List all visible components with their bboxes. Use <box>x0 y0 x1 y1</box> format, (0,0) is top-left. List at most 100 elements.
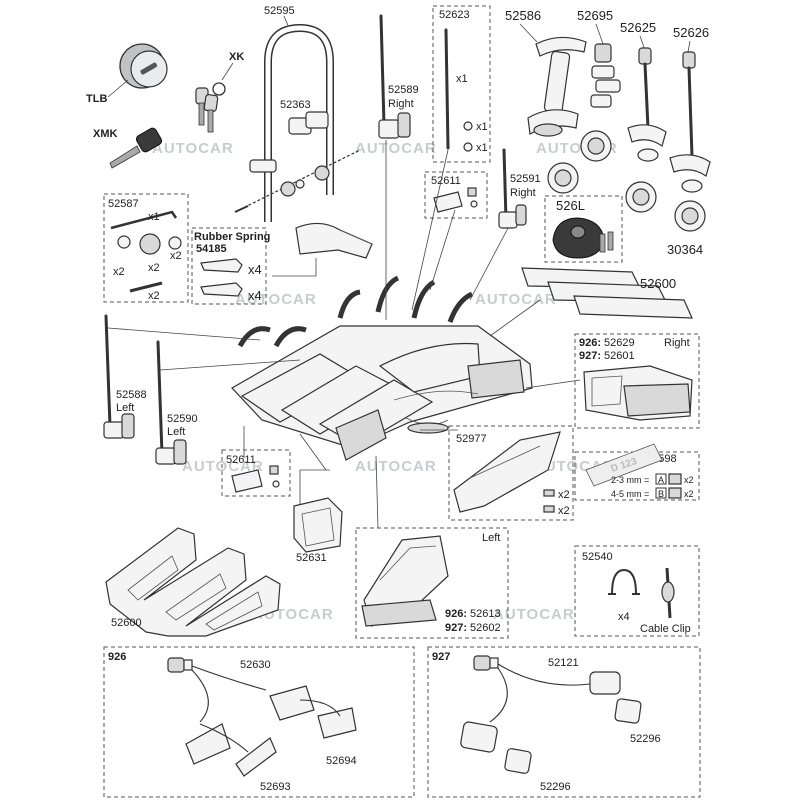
label-right: Right <box>664 337 690 349</box>
label-54185: 54185 <box>196 243 227 255</box>
box-927-wiring <box>427 646 701 798</box>
label-52631: 52631 <box>296 552 327 564</box>
box-54185 <box>191 227 267 305</box>
label-52611: 52611 <box>226 454 256 466</box>
label-52600: 52600 <box>640 276 676 291</box>
label-52590: 52590 <box>167 413 198 425</box>
cover-52977 <box>453 431 561 513</box>
wheel-strap-52626 <box>669 51 711 193</box>
qty-x1: x1 <box>456 73 468 85</box>
model-927: 927: <box>579 350 601 362</box>
wheel-holder-52586 <box>527 36 587 137</box>
box-52629-52601 <box>574 333 700 429</box>
label-left: Left <box>482 532 500 544</box>
box-52977 <box>448 425 574 521</box>
box-52623 <box>432 5 491 163</box>
wheel-trays-52600 <box>521 267 693 319</box>
wheel-tray-52600 <box>105 527 281 637</box>
label-cable-clip: Cable Clip <box>640 623 691 635</box>
label-52586: 52586 <box>505 8 541 23</box>
frame-handle-52595 <box>264 24 334 222</box>
arm-clamp-52590 <box>155 439 187 465</box>
label-52977: 52977 <box>456 433 487 445</box>
clip-52611 <box>433 187 478 213</box>
clip-52611 <box>231 465 280 493</box>
box-926-wiring <box>103 646 415 798</box>
label-52540: 52540 <box>582 551 613 563</box>
box-52587 <box>103 193 189 303</box>
label-52296: 52296 <box>630 733 661 745</box>
arm-clamp-52591 <box>498 204 527 229</box>
main-carrier-body <box>231 275 533 461</box>
frame-lever <box>272 222 373 277</box>
label-526l: 526L <box>556 198 585 213</box>
label-right: Right <box>510 187 536 199</box>
label-52629: 52629 <box>604 337 635 349</box>
label-52613: 52613 <box>470 608 501 620</box>
watermark: AUTOCAR <box>493 606 575 623</box>
light-unit-left <box>361 535 449 627</box>
box-52540 <box>574 545 700 637</box>
label-52623: 52623 <box>439 9 470 21</box>
model-926: 926: <box>579 337 601 349</box>
label-52587: 52587 <box>108 198 139 210</box>
watermark: AUTOCAR <box>475 291 557 308</box>
label-52296: 52296 <box>540 781 571 793</box>
watermark: AUTOCAR <box>355 458 437 475</box>
label-4-5mm: 4-5 mm = <box>611 489 649 499</box>
label-52695: 52695 <box>577 8 613 23</box>
label-52121: 52121 <box>548 657 579 669</box>
label-52601: 52601 <box>604 350 635 362</box>
label-52595: 52595 <box>264 5 295 17</box>
label-52588: 52588 <box>116 389 147 401</box>
label-rubber-spring: Rubber Spring <box>194 231 270 243</box>
qty-x4: x4 <box>248 262 262 277</box>
qty-x4: x4 <box>618 611 630 623</box>
qty-x2: x2 <box>170 250 182 262</box>
wheel-strap-52695 <box>590 43 621 108</box>
qty-x4: x4 <box>248 288 262 303</box>
lock-knob-526l <box>552 217 614 259</box>
key-pair-xk <box>195 82 226 133</box>
box-52611 <box>221 449 291 497</box>
qty-x1: x1 <box>476 121 488 133</box>
qty-x2: x2 <box>558 489 570 501</box>
clamp-52363 <box>288 111 329 135</box>
label-52630: 52630 <box>240 659 271 671</box>
model-927: 927 <box>432 651 450 663</box>
watermark: AUTOCAR <box>235 291 317 308</box>
wiring-harness-927 <box>460 655 642 774</box>
hinge-bolt-assembly <box>234 149 361 213</box>
model-926: 926: <box>445 608 467 620</box>
bracket-52631 <box>293 497 343 553</box>
plate-holder: D 123 <box>585 443 663 487</box>
label-52611: 52611 <box>431 175 461 187</box>
label-52626: 52626 <box>673 25 709 40</box>
watermark: AUTOCAR <box>152 140 234 157</box>
label-52694: 52694 <box>326 755 357 767</box>
label-left: Left <box>167 426 185 438</box>
label-xmk: XMK <box>93 128 118 140</box>
box-b: B <box>658 489 664 499</box>
box-52613-52602 <box>355 527 509 639</box>
wheel-strap-52625 <box>627 47 667 162</box>
lock-cylinder-tlb <box>119 43 168 89</box>
label-52600: 52600 <box>111 617 142 629</box>
label-30364: 30364 <box>667 242 703 257</box>
label-52602: 52602 <box>470 622 501 634</box>
box-52598 <box>574 451 700 501</box>
model-927: 927: <box>445 622 467 634</box>
light-unit-right <box>583 365 693 421</box>
qty-x2: x2 <box>558 505 570 517</box>
qty-x2: x2 <box>684 489 694 499</box>
label-2-3mm: 2-3 mm = <box>611 475 649 485</box>
arm-clamp-52589 <box>378 112 411 139</box>
label-left: Left <box>116 402 134 414</box>
key-xmk <box>109 127 163 169</box>
label-tlb: TLB <box>86 93 107 105</box>
qty-x2: x2 <box>148 262 160 274</box>
qty-x2: x2 <box>148 290 160 302</box>
label-52591: 52591 <box>510 173 541 185</box>
